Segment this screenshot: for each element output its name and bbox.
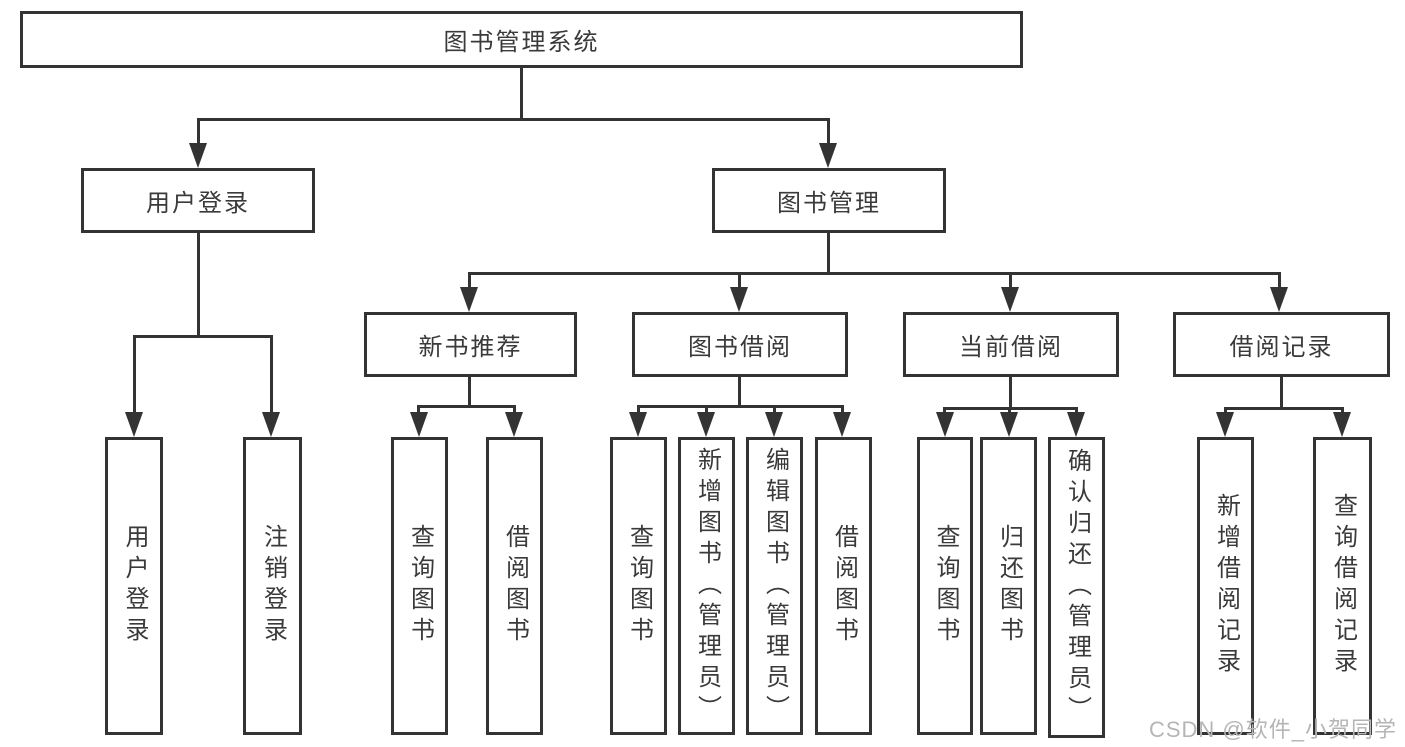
node-label: 图书管理系统 <box>443 29 600 56</box>
connector-line <box>1341 407 1344 415</box>
arrowhead-down-icon <box>936 412 954 437</box>
connector-line <box>270 335 273 415</box>
connector-line <box>841 405 844 415</box>
connector-line <box>468 272 1281 275</box>
arrowhead-down-icon <box>1001 287 1019 312</box>
arrowhead-down-icon <box>125 412 143 437</box>
connector-line <box>133 335 273 338</box>
connector-line <box>827 233 830 274</box>
node-label: 查询借阅记录 <box>1329 493 1357 679</box>
node-label: 注销登录 <box>259 524 287 648</box>
arrowhead-down-icon <box>1333 412 1351 437</box>
leaf-return-books: 归还图书 <box>980 437 1037 735</box>
node-label: 用户登录 <box>121 524 148 648</box>
leaf-add-borrow-record: 新增借阅记录 <box>1197 437 1254 735</box>
node-borrowing-records: 借阅记录 <box>1173 312 1390 377</box>
connector-line <box>133 335 136 415</box>
node-label: 查询图书 <box>625 524 653 648</box>
node-label: 借阅图书 <box>501 524 529 648</box>
node-label: 新增图书（管理员） <box>693 446 721 726</box>
leaf-logout: 注销登录 <box>243 437 302 735</box>
node-book-management: 图书管理 <box>712 168 946 233</box>
connector-line <box>197 118 200 146</box>
node-book-borrowing: 图书借阅 <box>632 312 848 377</box>
connector-line <box>197 118 830 121</box>
leaf-query-books-current: 查询图书 <box>917 437 973 735</box>
node-label: 图书借阅 <box>688 334 792 361</box>
arrowhead-down-icon <box>262 412 280 437</box>
node-label: 图书管理 <box>777 190 881 217</box>
arrowhead-down-icon <box>629 412 647 437</box>
connector-line <box>513 405 516 415</box>
arrowhead-down-icon <box>819 143 837 168</box>
connector-line <box>1280 377 1283 409</box>
arrowhead-down-icon <box>833 412 851 437</box>
node-label: 查询图书 <box>932 524 959 648</box>
leaf-user-login: 用户登录 <box>105 437 163 735</box>
leaf-confirm-return-admin: 确认归还（管理员） <box>1048 437 1105 738</box>
arrowhead-down-icon <box>189 143 207 168</box>
node-label: 归还图书 <box>995 524 1023 648</box>
node-label: 借阅记录 <box>1229 334 1334 361</box>
arrowhead-down-icon <box>505 412 523 437</box>
leaf-query-borrow-record: 查询借阅记录 <box>1313 437 1372 735</box>
connector-line <box>197 233 200 335</box>
leaf-edit-books-admin: 编辑图书（管理员） <box>746 437 803 735</box>
connector-line <box>468 377 471 407</box>
node-label: 查询图书 <box>406 524 434 648</box>
connector-line <box>738 377 741 407</box>
connector-line <box>705 405 708 415</box>
connector-line <box>637 405 640 415</box>
connector-line <box>1224 407 1344 410</box>
connector-line <box>468 272 471 290</box>
connector-line <box>1278 272 1281 290</box>
leaf-borrow-books-recommend: 借阅图书 <box>486 437 543 735</box>
connector-line <box>417 405 420 415</box>
arrowhead-down-icon <box>1270 287 1288 312</box>
node-label: 借阅图书 <box>830 524 858 648</box>
connector-line <box>827 118 830 146</box>
node-label: 用户登录 <box>146 190 250 217</box>
node-label: 新增借阅记录 <box>1212 493 1240 679</box>
connector-line <box>943 407 946 415</box>
arrowhead-down-icon <box>765 412 783 437</box>
arrowhead-down-icon <box>410 412 428 437</box>
connector-line <box>637 405 844 408</box>
connector-line <box>773 405 776 415</box>
arrowhead-down-icon <box>730 287 748 312</box>
leaf-add-books-admin: 新增图书（管理员） <box>678 437 735 735</box>
node-library-management-system: 图书管理系统 <box>20 11 1023 68</box>
arrowhead-down-icon <box>1000 412 1018 437</box>
arrowhead-down-icon <box>1067 412 1085 437</box>
node-user-login: 用户登录 <box>81 168 315 233</box>
arrowhead-down-icon <box>460 287 478 312</box>
leaf-query-books-recommend: 查询图书 <box>391 437 448 735</box>
node-label: 确认归还（管理员） <box>1063 448 1091 727</box>
node-new-book-recommendation: 新书推荐 <box>364 312 577 377</box>
leaf-query-books-borrow: 查询图书 <box>610 437 667 735</box>
connector-line <box>1008 407 1011 415</box>
arrowhead-down-icon <box>697 412 715 437</box>
connector-line <box>1009 377 1012 409</box>
connector-line <box>1224 407 1227 415</box>
connector-line <box>520 68 523 118</box>
node-current-borrowing: 当前借阅 <box>903 312 1119 377</box>
node-label: 新书推荐 <box>418 334 523 361</box>
connector-line <box>417 405 516 408</box>
leaf-borrow-books: 借阅图书 <box>815 437 872 735</box>
arrowhead-down-icon <box>1216 412 1234 437</box>
connector-line <box>1009 272 1012 290</box>
connector-line <box>738 272 741 290</box>
connector-line <box>1075 407 1078 415</box>
node-label: 编辑图书（管理员） <box>761 446 789 726</box>
node-label: 当前借阅 <box>959 334 1063 361</box>
